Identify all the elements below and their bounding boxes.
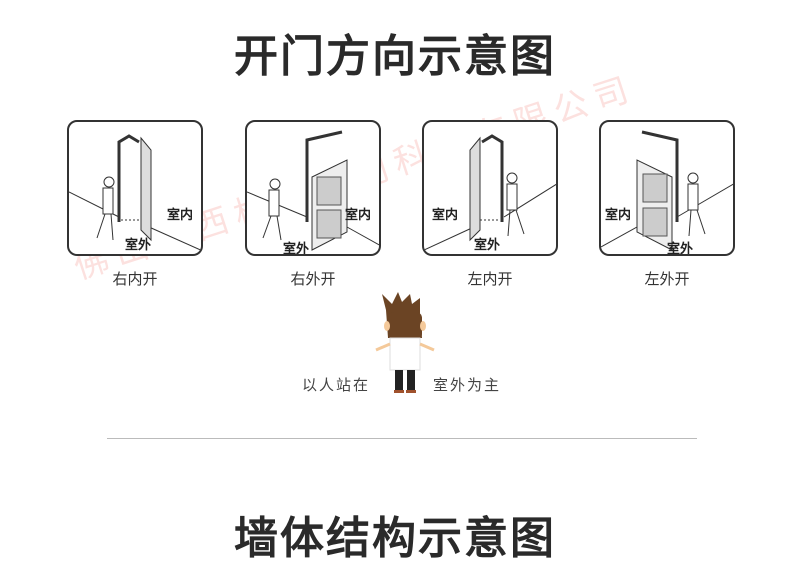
- outside-label: 室外: [283, 242, 310, 256]
- door-card-right-inward: 室内 室外: [67, 120, 203, 256]
- door-illustration: [601, 130, 733, 251]
- divider: [107, 438, 697, 439]
- inside-label: 室内: [345, 208, 372, 223]
- person-icon: [506, 172, 525, 237]
- section-title-door-direction: 开门方向示意图: [234, 31, 556, 82]
- door-card-right-outward: 室内 室外: [245, 120, 381, 256]
- outside-label: 室外: [125, 238, 152, 253]
- outside-label: 室外: [474, 238, 501, 253]
- person-icon: [96, 176, 115, 241]
- door-illustration: [69, 134, 201, 251]
- inside-label: 室内: [605, 208, 632, 223]
- door-illustration: [424, 134, 556, 251]
- outside-label: 室外: [667, 242, 694, 256]
- section-title-wall-structure: 墙体结构示意图: [234, 513, 556, 564]
- door-card-left-inward: 室内 室外: [422, 120, 558, 256]
- door-illustration: [247, 130, 379, 251]
- caption-right-inward: 右内开: [112, 270, 158, 288]
- door-card-left-outward: 室内 室外: [599, 120, 735, 256]
- note-left: 以人站在: [302, 376, 371, 394]
- caption-left-inward: 左内开: [467, 270, 513, 288]
- note-right: 室外为主: [433, 376, 502, 394]
- caption-left-outward: 左外开: [644, 270, 690, 288]
- person-icon: [262, 178, 282, 241]
- inside-label: 室内: [432, 208, 459, 223]
- cartoon-person-icon: [375, 292, 435, 393]
- caption-right-outward: 右外开: [290, 270, 336, 288]
- inside-label: 室内: [167, 208, 194, 223]
- person-icon: [687, 172, 706, 237]
